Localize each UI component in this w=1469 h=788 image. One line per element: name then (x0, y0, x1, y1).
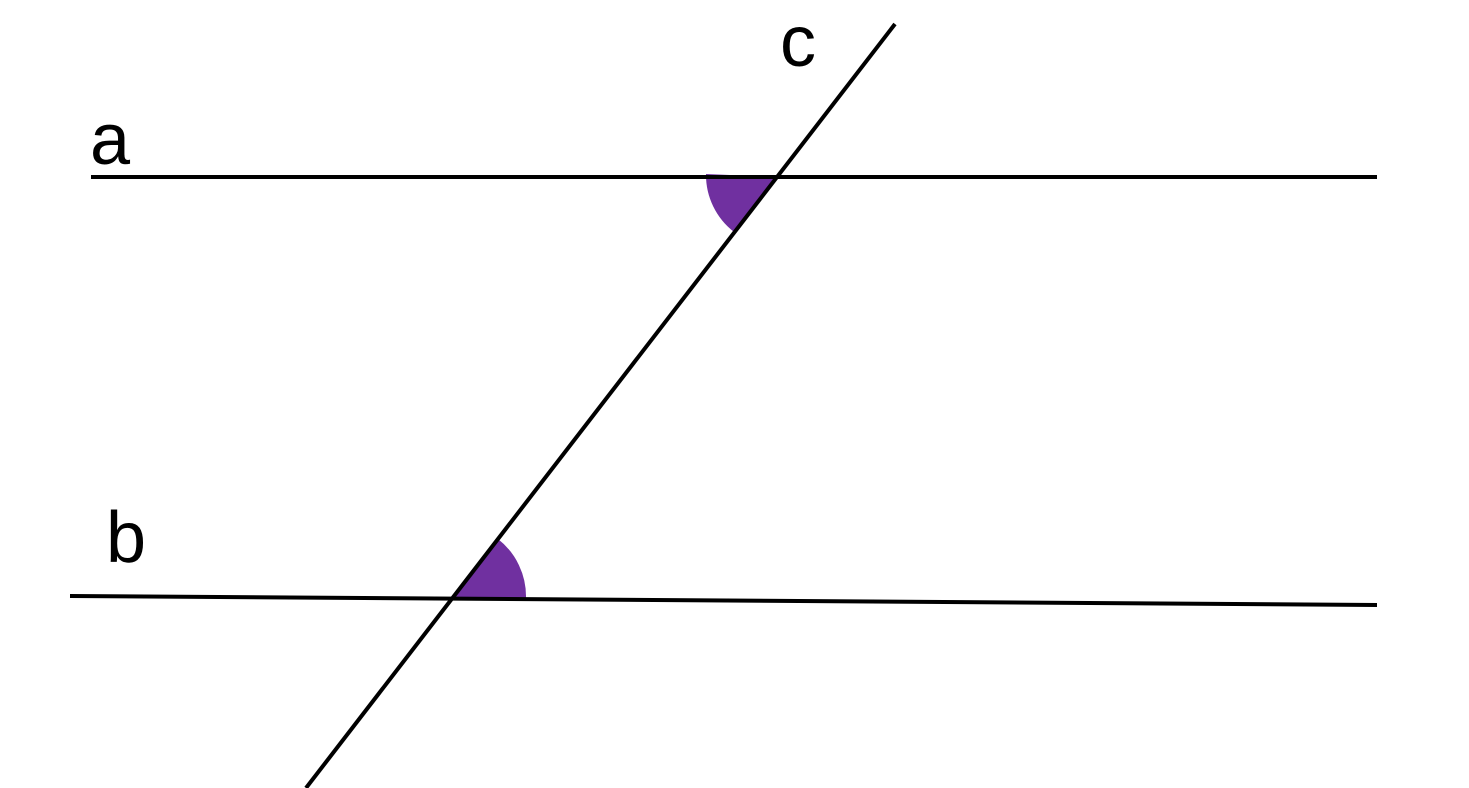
label-c: c (780, 2, 816, 82)
angle-mark-upper (705, 174, 778, 232)
line-b (69, 594, 1378, 607)
angle-mark-lower (453, 539, 527, 598)
label-b: b (106, 498, 146, 578)
line-c-transversal (304, 22, 897, 788)
label-a: a (90, 100, 131, 180)
